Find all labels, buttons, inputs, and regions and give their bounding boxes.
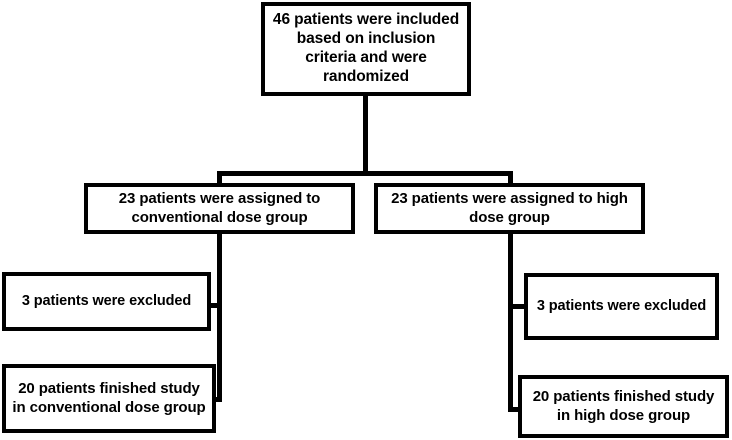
node-analysis-conventional: 20 patients finished study in convention…	[2, 364, 216, 433]
node-analysis-high: 20 patients finished study in high dose …	[518, 375, 729, 438]
connector-split-horizontal-bar	[217, 171, 513, 176]
node-analysis-conventional-label: 20 patients finished study in convention…	[12, 380, 206, 416]
connector-conventional-excluded	[207, 303, 221, 308]
node-excluded-high-label: 3 patients were excluded	[536, 297, 707, 314]
node-allocation-high: 23 patients were assigned to high dose g…	[374, 183, 645, 234]
connector-split-right-drop	[508, 171, 513, 185]
connector-root-stem	[363, 95, 368, 175]
connector-high-excluded	[508, 304, 526, 309]
node-allocation-high-label: 23 patients were assigned to high dose g…	[391, 190, 628, 226]
node-enrollment-label: 46 patients were included based on inclu…	[272, 11, 460, 85]
connector-conventional-spine	[217, 232, 222, 402]
node-excluded-high: 3 patients were excluded	[524, 273, 719, 340]
connector-high-spine	[508, 232, 513, 412]
node-excluded-conventional: 3 patients were excluded	[2, 272, 211, 331]
node-allocation-conventional: 23 patients were assigned to conventiona…	[84, 183, 355, 234]
node-allocation-conventional-label: 23 patients were assigned to conventiona…	[118, 190, 321, 226]
node-excluded-conventional-label: 3 patients were excluded	[21, 292, 192, 309]
connector-high-finished	[508, 407, 522, 412]
node-analysis-high-label: 20 patients finished study in high dose …	[532, 388, 715, 424]
node-enrollment: 46 patients were included based on inclu…	[261, 2, 471, 96]
connector-split-left-drop	[217, 171, 222, 185]
